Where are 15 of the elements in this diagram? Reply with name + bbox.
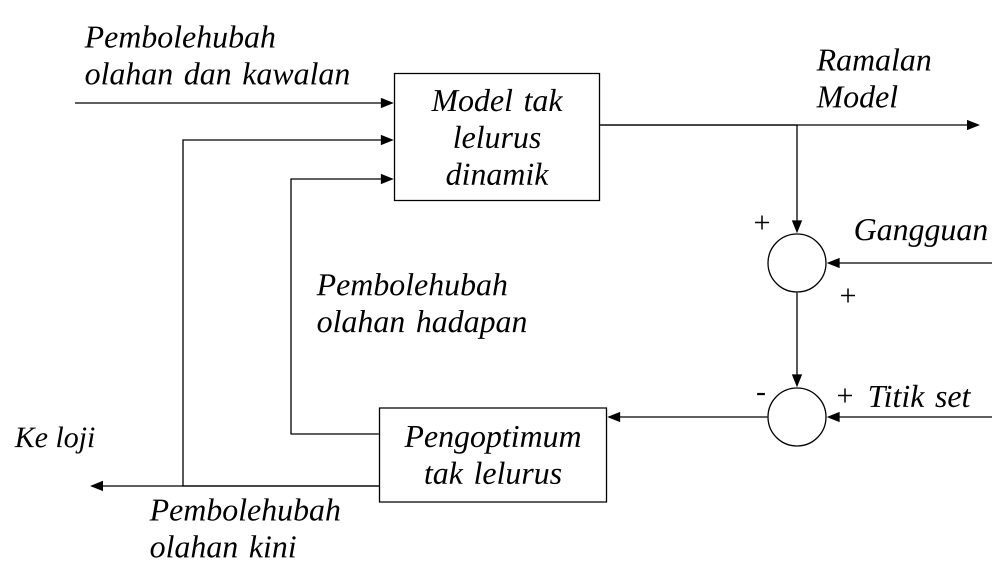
summing-junction bbox=[767, 233, 827, 293]
sign-label: + bbox=[838, 388, 852, 402]
edge-label: Pembolehubah olahan dan kawalan bbox=[84, 25, 349, 85]
sign-label: - bbox=[757, 392, 765, 396]
edge-label: Ramalan Model bbox=[816, 48, 930, 108]
text-label: Ke loji bbox=[14, 426, 94, 454]
sign-label: + bbox=[755, 216, 769, 230]
process-box: Model tak lelurus dinamik bbox=[394, 72, 600, 202]
edge-label: Gangguan bbox=[855, 219, 987, 247]
edge-label: Pembolehubah olahan hadapan bbox=[316, 273, 526, 339]
sign-label: + bbox=[841, 288, 855, 302]
process-box: Pengoptimum tak lelurus bbox=[378, 407, 608, 503]
edge-label: Pembolehubah olahan kini bbox=[149, 498, 340, 558]
summing-junction bbox=[767, 387, 827, 447]
edge-label: Titik set bbox=[870, 384, 972, 408]
